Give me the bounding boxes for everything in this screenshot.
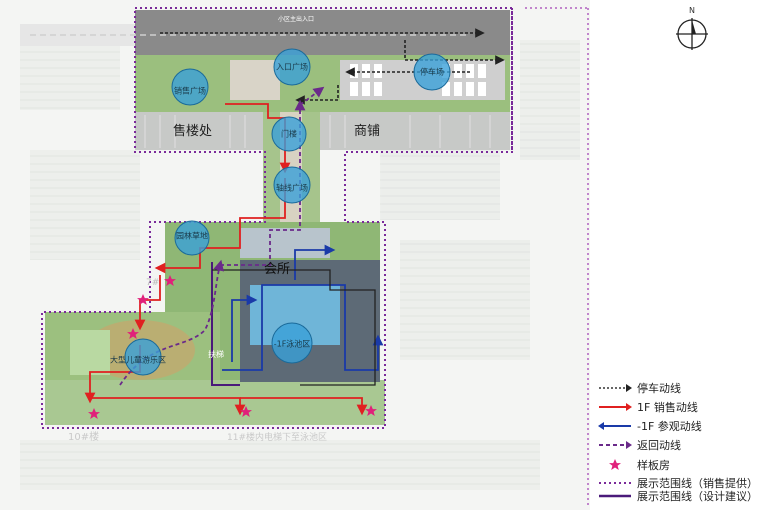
bottom-green <box>45 380 385 425</box>
parking-label: 停车场 <box>420 67 444 77</box>
entrance-plaza-circle <box>273 48 311 86</box>
sample-room-star <box>240 406 252 417</box>
entrance-plaza-label: 入口广场 <box>276 62 308 72</box>
legend-label: 展示范围线（设计建议） <box>637 490 758 503</box>
main-entrance-label: 小区主出入口 <box>278 16 315 23</box>
sample-room-star <box>88 408 100 419</box>
sample-room-star <box>127 328 139 339</box>
sample-room-markers <box>88 275 377 419</box>
legend-label: 1F 销售动线 <box>637 401 698 414</box>
legend-item-return-route: 返回动线 <box>597 437 681 453</box>
sales-plaza-label: 销售广场 <box>174 86 206 96</box>
road-left <box>20 24 135 46</box>
legend-label: 停车动线 <box>637 382 681 395</box>
kids-play-circle <box>124 338 162 376</box>
legend-label: -1F 参观动线 <box>637 420 702 433</box>
clubhouse-outline <box>212 269 376 386</box>
sample-room-star <box>137 294 149 305</box>
north-compass: N <box>672 6 712 50</box>
sample-room-star <box>365 405 377 416</box>
elevator-label: 扶梯 <box>208 350 224 359</box>
legend-label: 样板房 <box>637 459 670 472</box>
parking-route-swatch <box>599 384 632 392</box>
display-boundary-design <box>211 262 240 386</box>
area-circles <box>124 48 451 376</box>
pool-circle <box>271 322 313 364</box>
sales-office-block <box>135 112 265 150</box>
bldg-11-label: 11#楼内电梯下至泳池区 <box>227 433 327 443</box>
surrounding-buildings <box>20 40 580 490</box>
display-boundary-sales <box>41 7 513 429</box>
kids-play-label: 大型儿童游乐区 <box>110 355 166 365</box>
legend-item-sales-route: 1F 销售动线 <box>597 399 698 415</box>
sales-route-swatch <box>599 403 632 411</box>
visit-route-swatch <box>598 422 631 430</box>
garden-lawn-label: 园林草地 <box>176 231 208 241</box>
north-label: N <box>689 6 695 15</box>
gate-label: 门楼 <box>281 129 297 139</box>
shops-block <box>320 112 510 150</box>
parking-circle <box>413 53 451 91</box>
boundary-sales-swatch <box>599 482 631 484</box>
legend-item-parking-route: 停车动线 <box>597 380 681 396</box>
sample-room-star <box>164 275 176 286</box>
axis-plaza-label: 轴线广场 <box>276 183 308 193</box>
legend-item-boundary-design: 展示范围线（设计建议） <box>597 488 758 504</box>
outer-boundary <box>525 7 589 508</box>
legend-item-boundary-sales: 展示范围线（销售提供） <box>597 475 758 491</box>
return-route-swatch <box>599 441 632 449</box>
compass-icon <box>676 18 708 50</box>
sales-plaza-circle <box>171 68 209 106</box>
axis-plaza-circle <box>273 166 311 204</box>
gate-circle <box>271 116 307 152</box>
sales-office-label: 售楼处 <box>173 124 213 139</box>
boundary-design-swatch <box>599 494 631 498</box>
legend-item-visit-route: -1F 参观动线 <box>597 418 702 434</box>
garden-lawn-circle <box>174 220 210 256</box>
clubhouse-label: 会所 <box>264 262 291 277</box>
pool-label: -1F泳池区 <box>273 339 311 349</box>
legend-label: 展示范围线（销售提供） <box>637 477 758 490</box>
legend-label: 返回动线 <box>637 439 681 452</box>
sample-room-star-icon <box>609 459 621 470</box>
shops-label: 商铺 <box>354 124 381 139</box>
bldg-7-label: 7# <box>146 278 160 288</box>
legend-item-sample-room: 样板房 <box>597 457 670 473</box>
bldg-10-label: 10#楼 <box>68 432 100 443</box>
